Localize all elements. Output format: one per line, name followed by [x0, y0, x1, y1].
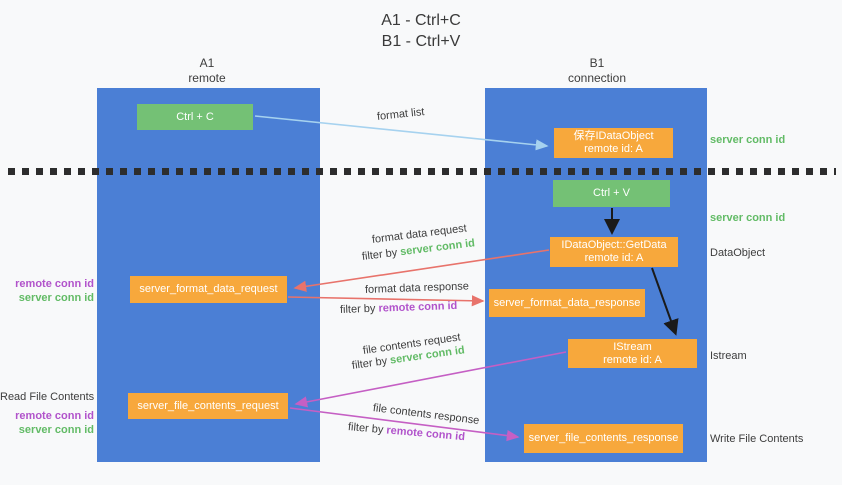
node-save-idataobject: 保存IDataObject remote id: A [554, 128, 673, 158]
node-ctrl-v: Ctrl + V [553, 180, 670, 207]
right-label-istream: Istream [710, 350, 747, 362]
left-remote-conn-id-bottom: remote conn id [15, 410, 94, 422]
arrow-label-format-data-response: format data response [364, 280, 470, 296]
lane-b1-subtitle: connection [567, 71, 627, 85]
server-file-contents-request-label: server_file_contents_request [137, 399, 279, 412]
arrow-label-filter-remote-2: filter by remote conn id [347, 421, 465, 443]
right-server-conn-id-top: server conn id [710, 134, 786, 146]
arrow-label-filter-remote-1: filter by remote conn id [340, 300, 458, 316]
left-conn-ids-top: remote conn id server conn id [0, 277, 94, 305]
node-server-format-data-request: server_format_data_request [130, 276, 287, 303]
left-server-conn-id-top: server conn id [18, 292, 94, 304]
lane-a1-title: A1 [199, 56, 215, 70]
page-title: A1 - Ctrl+C B1 - Ctrl+V [0, 10, 842, 52]
lane-header-b1: B1 connection [537, 56, 657, 86]
getdata-line2: remote id: A [584, 252, 644, 264]
remote-conn-id-text-1: remote conn id [378, 299, 458, 315]
left-remote-conn-id-top: remote conn id [15, 278, 94, 290]
node-ctrl-c: Ctrl + C [137, 104, 253, 130]
arrow-label-file-contents-response: file contents response [372, 402, 480, 427]
filter-by-text-3: filter by [351, 354, 391, 372]
node-istream: IStream remote id: A [568, 339, 697, 368]
lane-b1-title: B1 [589, 56, 605, 70]
remote-conn-id-text-2: remote conn id [385, 424, 466, 444]
lane-header-a1: A1 remote [147, 56, 267, 86]
ctrl-c-label: Ctrl + C [176, 110, 214, 123]
right-server-conn-id-mid: server conn id [710, 212, 786, 224]
istream-line1: IStream [613, 340, 652, 353]
save-idataobject-line1: 保存IDataObject [573, 130, 654, 142]
filter-by-text-2: filter by [339, 302, 379, 316]
node-idataobject-getdata: IDataObject::GetData remote id: A [550, 237, 678, 267]
left-conn-ids-bottom: remote conn id server conn id [0, 409, 94, 437]
dashed-separator-line [8, 168, 836, 175]
node-server-file-contents-response: server_file_contents_response [524, 424, 683, 453]
lane-a1-subtitle: remote [188, 71, 226, 85]
istream-line2: remote id: A [603, 353, 662, 366]
getdata-line1: IDataObject::GetData [561, 239, 667, 251]
right-label-dataobject: DataObject [710, 247, 766, 259]
server-file-contents-response-label: server_file_contents_response [528, 432, 679, 444]
title-line-a1: A1 - Ctrl+C [381, 12, 461, 29]
server-format-data-request-label: server_format_data_request [139, 283, 278, 295]
right-label-write-file-contents: Write File Contents [710, 433, 804, 445]
left-server-conn-id-bottom: server conn id [18, 424, 94, 436]
save-idataobject-line2: remote id: A [584, 143, 643, 155]
node-server-file-contents-request: server_file_contents_request [128, 393, 288, 419]
filter-by-text-4: filter by [347, 421, 387, 437]
server-format-data-response-label: server_format_data_response [493, 296, 641, 309]
ctrl-v-label: Ctrl + V [593, 187, 630, 199]
left-label-read-file-contents: Read File Contents [0, 391, 95, 403]
node-server-format-data-response: server_format_data_response [489, 289, 645, 317]
filter-by-text-1: filter by [361, 246, 401, 263]
title-line-b1: B1 - Ctrl+V [381, 33, 461, 50]
arrow-label-format-list: format list [376, 106, 426, 123]
